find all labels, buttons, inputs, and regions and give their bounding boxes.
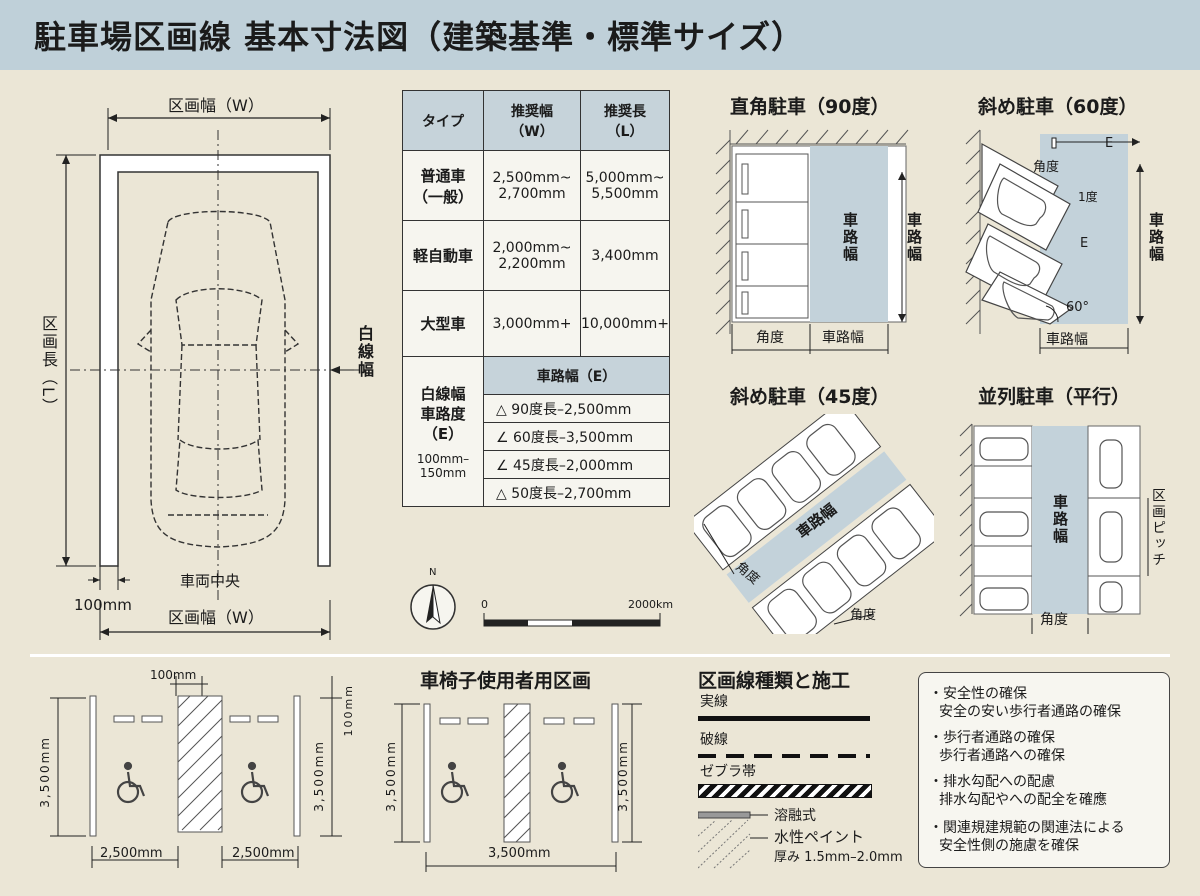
bl-w1: 2,500mm bbox=[100, 846, 163, 861]
melt-label: 溶融式 bbox=[774, 808, 816, 824]
wc-w: 3,500mm bbox=[488, 846, 551, 861]
bl-right-h: 3,500mm bbox=[312, 740, 326, 812]
note-item: ・関連規建規範の関連法による 安全性側の施慮を確保 bbox=[929, 820, 1125, 854]
table-row: 普通車 （一般） 2,500mm~ 2,700mm 5,000mm~ 5,500… bbox=[402, 150, 670, 221]
wheelchair-title: 車椅子使用者用区画 bbox=[420, 670, 592, 692]
perp-angle: 角度 bbox=[756, 330, 784, 346]
wheelchair-icon bbox=[550, 761, 580, 804]
a60-e-top: E bbox=[1105, 136, 1114, 151]
perpendicular-diagram bbox=[715, 129, 909, 354]
par-angle: 角度 bbox=[1040, 612, 1068, 628]
main-plan-drawing bbox=[56, 108, 360, 640]
length-label: 区画長（L） bbox=[39, 315, 58, 416]
a60-deg1: 1度 bbox=[1078, 190, 1098, 204]
wc-left-h: 3,500mm bbox=[384, 740, 398, 812]
thickness-label: 厚み 1.5mm–2.0mm bbox=[774, 850, 903, 865]
parallel-title: 並列駐車（平行） bbox=[978, 386, 1131, 408]
dashed-label: 破線 bbox=[700, 732, 728, 748]
wheelchair-stall-diagram bbox=[394, 703, 642, 872]
accessible-stalls-left bbox=[50, 676, 342, 868]
scale-start: 0 bbox=[481, 598, 488, 611]
table-row: 軽自動車 2,000mm~ 2,200mm 3,400mm bbox=[402, 220, 670, 291]
bl-top-dim: 100mm bbox=[150, 668, 197, 682]
page-title: 駐車場区画線 基本寸法図（建築基準・標準サイズ） bbox=[34, 18, 805, 56]
aisle-header: 車路幅（E） bbox=[483, 356, 670, 395]
paint-label: 水性ペイント bbox=[774, 828, 865, 846]
solid-label: 実線 bbox=[700, 694, 728, 710]
compass-scale bbox=[410, 584, 661, 630]
bl-left-h: 3,500mm bbox=[38, 736, 52, 808]
a60-aisle-bottom: 車路幅 bbox=[1046, 332, 1088, 348]
note-item: ・歩行者通路の確保 歩行者通路への確保 bbox=[929, 730, 1065, 764]
a60-angle: 角度 bbox=[1033, 160, 1060, 175]
angled60-title: 斜め駐車（60度） bbox=[978, 96, 1138, 118]
angled45-diagram bbox=[694, 414, 934, 634]
table-header-type: タイプ bbox=[402, 90, 484, 151]
wheelchair-icon bbox=[240, 761, 270, 804]
table-header-width: 推奨幅 （W） bbox=[483, 90, 581, 151]
parallel-diagram bbox=[959, 423, 1149, 634]
vehicle-center-label: 車両中央 bbox=[180, 572, 241, 590]
perp-aisle-bottom: 車路幅 bbox=[822, 330, 864, 346]
scale-end: 2000km bbox=[628, 598, 674, 611]
width-label-top: 区画幅（W） bbox=[168, 96, 264, 115]
notes-box: ・安全性の確保 安全の安い歩行者通路の確保 ・歩行者通路の確保 歩行者通路への確… bbox=[918, 672, 1170, 868]
a60-e-mid: E bbox=[1080, 236, 1089, 251]
north-label: N bbox=[429, 567, 437, 578]
par-pitch: 区画ピッチ bbox=[1150, 488, 1166, 568]
aisle-item: △ 90度長–2,500mm bbox=[483, 394, 670, 423]
a60-deg60: 60° bbox=[1066, 300, 1090, 315]
aisle-item: ∠ 45度長–2,000mm bbox=[483, 450, 670, 479]
angled45-title: 斜め駐車（45度） bbox=[730, 386, 890, 408]
dashed-line-sample bbox=[698, 754, 870, 758]
solid-line-sample bbox=[698, 716, 870, 721]
perp-side: 車路幅 bbox=[905, 212, 923, 263]
aisle-item: ∠ 60度長–3,500mm bbox=[483, 422, 670, 451]
wheelchair-icon bbox=[116, 761, 146, 804]
line-types-title: 区画線種類と施工 bbox=[698, 670, 851, 692]
offset-label: 100mm bbox=[74, 596, 132, 614]
note-item: ・排水勾配への配慮 排水勾配やへの配全を確應 bbox=[929, 774, 1107, 808]
wheelchair-icon bbox=[440, 761, 470, 804]
perp-aisle: 車路幅 bbox=[841, 212, 859, 263]
bl-right-top: 100mm bbox=[342, 684, 355, 737]
zebra-band-sample bbox=[698, 784, 872, 798]
a60-side: 車路幅 bbox=[1147, 212, 1165, 263]
aisle-item: △ 50度長–2,700mm bbox=[483, 478, 670, 507]
a45-angle2: 角度 bbox=[850, 608, 877, 623]
aisle-row-label: 白線幅 車路度 （E） 100mm– 150mm bbox=[402, 356, 484, 507]
spec-table: タイプ 推奨幅 （W） 推奨長 （L） 普通車 （一般） 2,500mm~ 2,… bbox=[402, 90, 670, 507]
section-divider bbox=[30, 654, 1170, 657]
wc-right-h: 3,500mm bbox=[616, 740, 630, 812]
line-width-label: 白線幅 bbox=[355, 325, 374, 379]
header: 駐車場区画線 基本寸法図（建築基準・標準サイズ） bbox=[0, 0, 1200, 70]
construction-sample bbox=[698, 811, 768, 869]
width-label-bottom: 区画幅（W） bbox=[168, 608, 264, 627]
angled60-diagram bbox=[965, 129, 1144, 354]
table-row: 大型車 3,000mm+ 10,000mm+ bbox=[402, 290, 670, 357]
bl-w2: 2,500mm bbox=[232, 846, 295, 861]
table-header-length: 推奨長 （L） bbox=[580, 90, 670, 151]
perpendicular-title: 直角駐車（90度） bbox=[730, 96, 890, 118]
note-item: ・安全性の確保 安全の安い歩行者通路の確保 bbox=[929, 686, 1121, 720]
zebra-label: ゼブラ帯 bbox=[700, 764, 756, 780]
par-aisle: 車路幅 bbox=[1051, 494, 1069, 545]
